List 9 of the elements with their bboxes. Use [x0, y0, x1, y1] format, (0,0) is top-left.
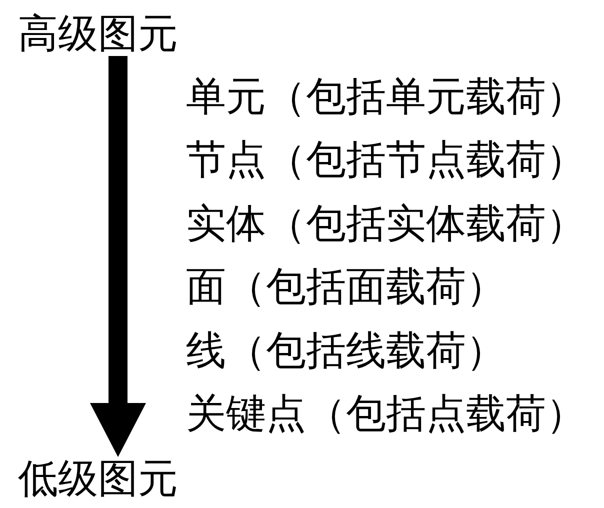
- primitive-label: 实体（包括实体载荷）: [186, 204, 586, 244]
- primitive-label: 单元（包括单元载荷）: [186, 77, 586, 117]
- primitive-label: 节点（包括节点载荷）: [186, 140, 586, 180]
- arrow: [90, 56, 146, 457]
- primitive-label: 关键点（包括点载荷）: [186, 394, 586, 434]
- level-label: 高级图元: [18, 14, 178, 54]
- primitive-label: 面（包括面载荷）: [186, 267, 506, 307]
- primitive-label: 线（包括线载荷）: [186, 331, 506, 371]
- level-label: 低级图元: [18, 459, 178, 499]
